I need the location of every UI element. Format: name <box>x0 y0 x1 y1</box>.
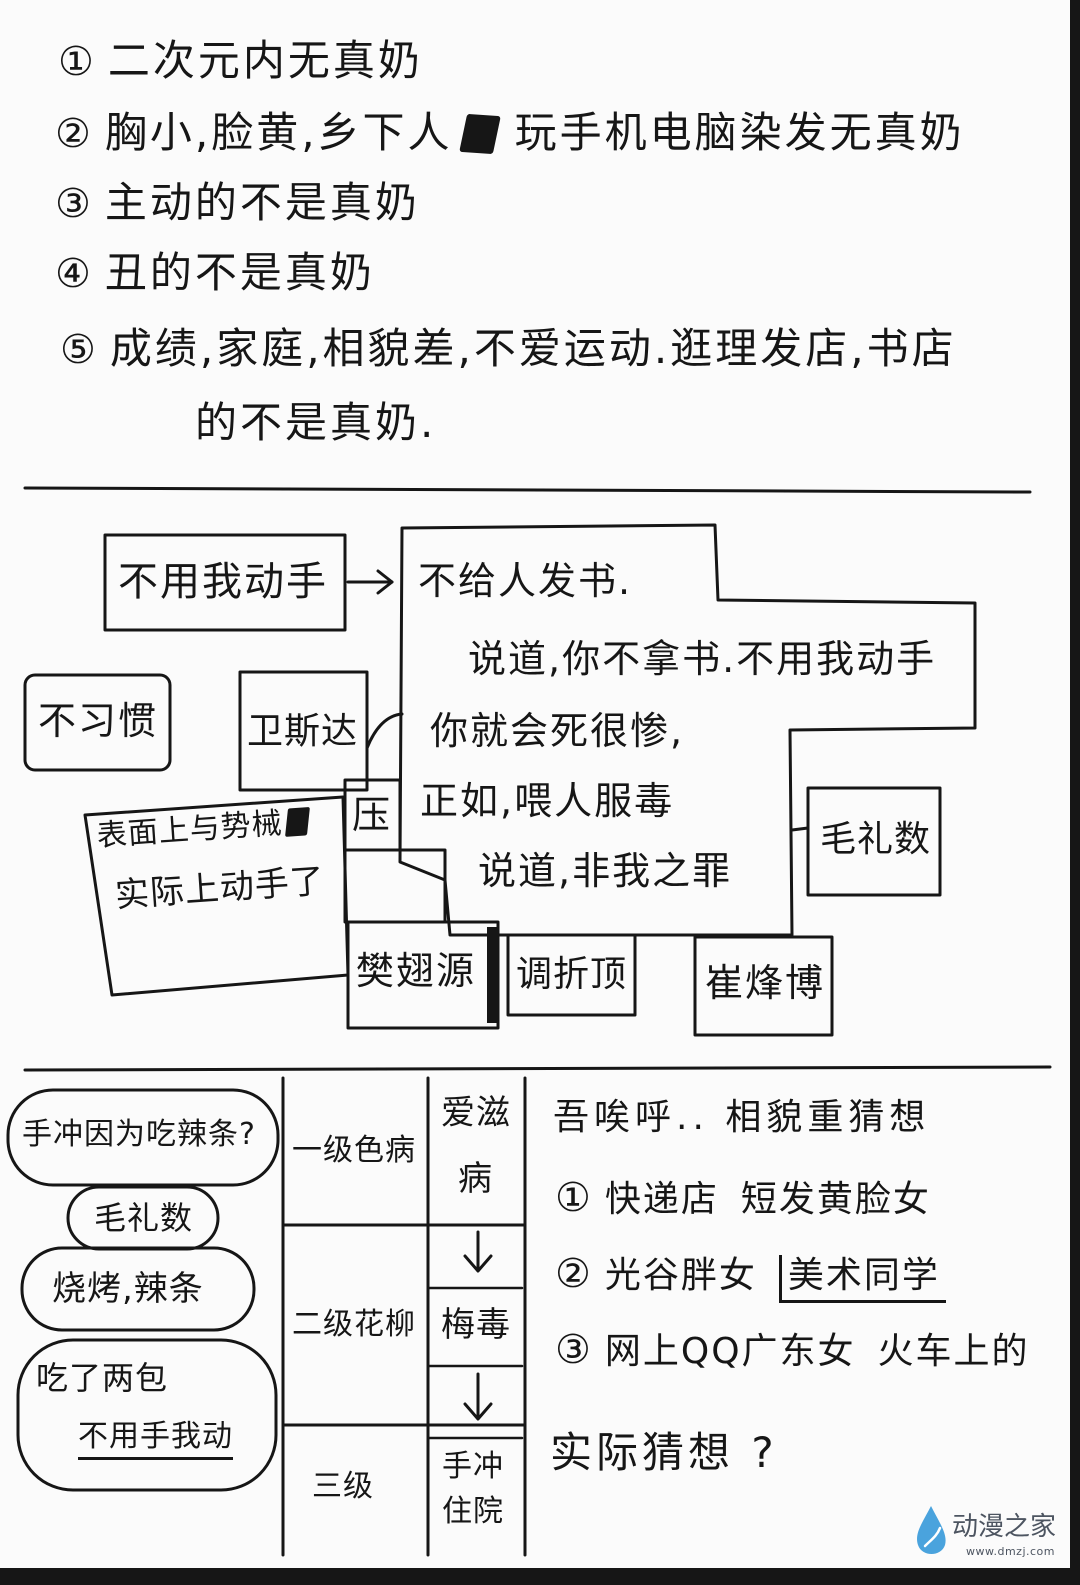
scribble-mark <box>285 807 310 837</box>
section-divider-top <box>23 486 1032 494</box>
arrow-down-icon <box>463 1230 493 1273</box>
rule-number: ① <box>58 39 94 85</box>
box-blank <box>343 848 447 924</box>
disease-3-line-2: 住院 <box>442 1494 504 1529</box>
center-line-1: 不给人发书. <box>418 559 633 603</box>
guess-item-2: ② 光谷胖女美术同学 <box>555 1251 946 1303</box>
box-buxiguan <box>23 673 172 772</box>
disease-3-line-1: 手冲 <box>442 1449 504 1484</box>
label-ya: 压 <box>352 793 393 837</box>
right-edge <box>1070 0 1080 1585</box>
rule-3: ③ 主动的不是真奶 <box>55 181 420 227</box>
guess-place: 快递店 <box>604 1179 719 1220</box>
watermark-url: www.dmzj.com <box>966 1545 1055 1558</box>
bubble-ate-line-1: 吃了两包 <box>36 1359 169 1397</box>
rule-text-a: 胸小,脸黄,乡下人 <box>104 108 453 157</box>
rule-4: ④ 丑的不是真奶 <box>55 251 375 297</box>
guess-title: 吾唉呼.. 相貌重猜想 <box>553 1097 931 1138</box>
bubble-food <box>20 1246 256 1332</box>
section-divider-bottom <box>23 1065 1052 1072</box>
guess-place: 网上QQ广东女 <box>604 1331 856 1372</box>
rule-number: ② <box>55 111 91 157</box>
box-diao <box>506 933 637 1017</box>
guess-item-1: ① 快递店短发黄脸女 <box>555 1178 931 1218</box>
bubble-ate <box>16 1338 278 1492</box>
guess-person: 美术同学 <box>778 1255 946 1303</box>
bottom-edge <box>0 1568 1080 1585</box>
bubble-food-text: 烧烤,辣条 <box>52 1269 204 1309</box>
rule-text-b: 玩手机电脑染发无真奶 <box>514 108 965 157</box>
arrow-right-icon <box>346 569 394 595</box>
droplet-icon <box>917 1506 946 1554</box>
source-box-label: 不用我动手 <box>118 559 328 605</box>
bubble-question-text: 手冲因为吃辣条? <box>22 1117 256 1152</box>
guess-number: ① <box>555 1175 591 1221</box>
label-fan: 樊翅源 <box>356 949 477 993</box>
thick-bar <box>487 927 498 1023</box>
guess-item-3: ③ 网上QQ广东女火车上的 <box>555 1330 1030 1370</box>
center-box <box>398 523 977 937</box>
rule-text: 成绩,家庭,相貌差,不爱运动.逛理发店,书店 <box>109 324 957 373</box>
level-label-1: 一级色病 <box>292 1133 416 1168</box>
label-diao: 调折顶 <box>516 954 628 995</box>
center-line-4: 正如,喂人服毒 <box>420 779 675 823</box>
label-buxiguan: 不习惯 <box>38 699 159 743</box>
source-box <box>103 533 347 632</box>
rule-5: ⑤ 成绩,家庭,相貌差,不爱运动.逛理发店,书店 <box>60 327 957 373</box>
level-label-2: 二级花柳 <box>292 1307 416 1342</box>
guess-number: ③ <box>555 1327 591 1373</box>
bubble-mao-text: 毛礼数 <box>94 1199 194 1237</box>
rule-number: ③ <box>55 181 91 227</box>
level-label-3: 三级 <box>312 1469 374 1504</box>
guess-place: 光谷胖女 <box>604 1255 757 1296</box>
center-line-3: 你就会死很惨, <box>430 709 685 753</box>
label-weisida: 卫斯达 <box>247 711 359 752</box>
box-weisida <box>238 670 369 792</box>
connector-line <box>365 712 404 750</box>
bubble-ate-line-2: 不用手我动 <box>78 1419 233 1460</box>
box-mao <box>806 786 942 897</box>
rule-number: ④ <box>55 251 91 297</box>
scribble-mark <box>458 113 501 155</box>
center-line-5: 说道,非我之罪 <box>478 849 733 893</box>
guess-number: ② <box>555 1251 591 1297</box>
disease-2: 梅毒 <box>441 1305 511 1345</box>
label-cui: 崔烽博 <box>705 961 826 1005</box>
rule-number: ⑤ <box>60 327 96 373</box>
guess-person: 短发黄脸女 <box>740 1179 931 1220</box>
actual-guess: 实际猜想 ? <box>550 1428 778 1477</box>
rule-text: 丑的不是真奶 <box>104 248 375 297</box>
arrow-down-icon <box>463 1372 493 1421</box>
connector-line <box>790 826 810 832</box>
rule-text: 主动的不是真奶 <box>104 178 420 227</box>
center-line-2: 说道,你不拿书.不用我动手 <box>468 637 937 681</box>
disease-1-line-2: 病 <box>458 1159 493 1199</box>
bubble-question <box>6 1088 280 1187</box>
bubble-ate-line-2-text: 不用手我动 <box>78 1419 233 1460</box>
rule-5-continued: 的不是真奶. <box>195 398 437 447</box>
guess-person: 火车上的 <box>877 1331 1030 1372</box>
surface-box-text: 表面上与势械 实际上动手了 <box>96 806 326 916</box>
rule-2: ② 胸小,脸黄,乡下人 玩手机电脑染发无真奶 <box>55 111 965 157</box>
watermark-name: 动漫之家 <box>952 1512 1057 1542</box>
rule-text: 二次元内无真奶 <box>107 36 423 85</box>
box-cui <box>693 935 834 1037</box>
disease-1-line-1: 爱滋 <box>441 1093 511 1133</box>
rule-1: ① 二次元内无真奶 <box>58 39 423 85</box>
label-mao: 毛礼数 <box>820 819 932 860</box>
